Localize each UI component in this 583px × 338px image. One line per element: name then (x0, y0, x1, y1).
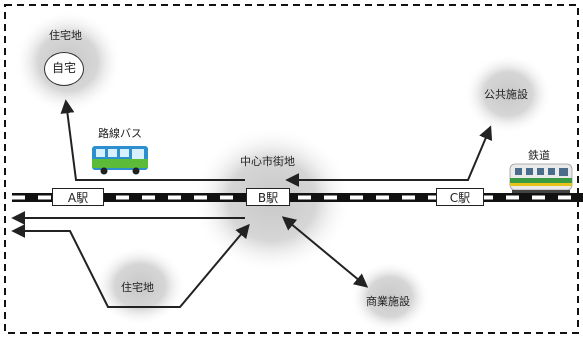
residential-bottom-label: 住宅地 (121, 281, 154, 294)
rail-label: 鉄道 (528, 149, 550, 162)
bus-icon (92, 146, 148, 175)
public-facility-label: 公共施設 (484, 88, 528, 101)
railway-line (12, 193, 583, 202)
flow-arrows (11, 99, 493, 308)
train-icon (509, 163, 573, 193)
bus-label: 路線バス (98, 127, 142, 140)
diagram-frame (4, 4, 579, 334)
arrow-residential-loop (11, 223, 250, 308)
public-facility-area (464, 54, 552, 134)
arrow-b-to-public (285, 125, 493, 187)
station-c: C駅 (436, 188, 484, 206)
station-a: A駅 (52, 188, 104, 206)
arrow-b-to-home (60, 99, 245, 181)
city-center-label: 中心市街地 (240, 155, 295, 168)
station-b: B駅 (246, 188, 290, 206)
arrow-b-to-commercial (281, 216, 369, 288)
home-node: 自宅 (44, 52, 84, 86)
commercial-area (350, 261, 430, 333)
residential-top-label: 住宅地 (49, 29, 82, 42)
commercial-label: 商業施設 (366, 295, 410, 308)
